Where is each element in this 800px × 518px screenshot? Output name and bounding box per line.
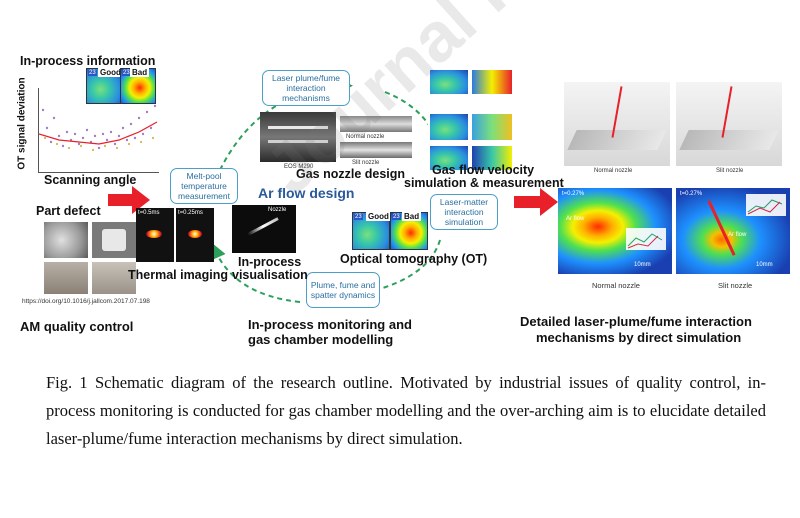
- slit-nozzle-simulation: t=0.27% Ar flow 10mm: [676, 188, 790, 274]
- gas-flow-velocity-label-2: simulation & measurement: [404, 176, 564, 190]
- normal-nozzle-3d-model: [564, 82, 670, 166]
- bubble-laser-matter: Laser-matter interaction simulation: [430, 194, 498, 230]
- good-badge: Good: [98, 68, 123, 77]
- ot-bad-number: 23: [392, 214, 401, 220]
- figure-caption: Fig. 1 Schematic diagram of the research…: [46, 373, 766, 448]
- red-arrow-right: [514, 188, 558, 216]
- slit-nozzle-photo: [340, 142, 412, 158]
- defect-micrograph-2: [92, 222, 136, 258]
- defect-part-photo: [44, 262, 88, 294]
- good-number: 23: [88, 70, 97, 76]
- bad-heatmap-inset: 23: [120, 68, 156, 104]
- in-process-visualisation-label-2: visualisation: [232, 268, 308, 282]
- normal-nozzle-photo: [340, 116, 412, 132]
- eos-tag: EOS M290: [284, 164, 314, 170]
- scanning-angle-label: Scanning angle: [44, 173, 137, 187]
- ot-scatter-svg: [38, 104, 158, 152]
- normal-nozzle-small-label: Normal nozzle: [346, 134, 385, 140]
- bubble-melt-pool: Melt-pool temperature measurement: [170, 168, 238, 204]
- thermal-time-2: t=0.25ms: [178, 210, 203, 216]
- ot-good-number: 23: [354, 214, 363, 220]
- sim-time-left: t=0.27%: [562, 191, 585, 197]
- normal-nozzle-model-caption: Normal nozzle: [594, 168, 633, 174]
- thermal-image-1: t=0.5ms: [136, 208, 174, 262]
- in-process-visualisation-label-1: In-process: [238, 255, 302, 269]
- normal-nozzle-sim-caption: Normal nozzle: [592, 281, 640, 290]
- bad-number: 23: [122, 70, 131, 76]
- slit-nozzle-sim-caption: Slit nozzle: [718, 281, 753, 290]
- slit-nozzle-3d-model: [676, 82, 782, 166]
- sim-time-right: t=0.27%: [680, 191, 703, 197]
- bad-badge: Bad: [130, 68, 150, 77]
- thermal-time-1: t=0.5ms: [138, 210, 160, 216]
- detailed-label-2: mechanisms by direct simulation: [536, 330, 742, 345]
- part-defect-label: Part defect: [36, 204, 101, 218]
- ot-bad-badge: Bad: [402, 212, 422, 221]
- scale-left: 10mm: [634, 262, 651, 268]
- thermal-image-2: t=0.25ms: [176, 208, 214, 262]
- gas-flow-maps: [428, 68, 516, 174]
- slit-nozzle-small-label: Slit nozzle: [352, 160, 380, 166]
- ar-flow-design-label: Ar flow design: [258, 185, 355, 201]
- ar-flow-right: Ar flow: [728, 232, 747, 238]
- red-arrow-left: [108, 186, 150, 214]
- monitoring-label-2: gas chamber modelling: [248, 332, 394, 347]
- ot-scatter-plot: [38, 88, 159, 173]
- doi-reference: https://doi.org/10.1016/j.jallcom.2017.0…: [22, 298, 150, 305]
- gas-nozzle-design-label: Gas nozzle design: [296, 167, 406, 181]
- optical-tomography-label: Optical tomography (OT): [340, 252, 488, 266]
- thermal-imaging-label: Thermal imaging: [128, 268, 229, 282]
- gas-flow-velocity-label-1: Gas flow velocity: [432, 163, 535, 177]
- nozzle-tag: Nozzle: [268, 207, 287, 213]
- monitoring-label-1: In-process monitoring and: [248, 317, 412, 332]
- visualisation-image: Nozzle: [232, 205, 296, 253]
- am-quality-control-label: AM quality control: [20, 319, 134, 334]
- ot-signal-axis-label: OT signal deviation: [16, 77, 28, 170]
- slit-nozzle-model-caption: Slit nozzle: [716, 168, 744, 174]
- normal-nozzle-simulation: t=0.27% Ar flow 10mm: [558, 188, 672, 274]
- ot-good-badge: Good: [366, 212, 391, 221]
- defect-part-photo-2: [92, 262, 136, 294]
- in-process-information-label: In-process information: [20, 54, 156, 68]
- scale-right: 10mm: [756, 262, 773, 268]
- defect-micrograph-1: [44, 222, 88, 258]
- detailed-label-1: Detailed laser-plume/fume interaction: [520, 314, 752, 329]
- bubble-plume-fume: Plume, fume and spatter dynamics: [306, 272, 380, 308]
- build-chamber-photo: [260, 112, 336, 162]
- bubble-laser-plume: Laser plume/fume interaction mechanisms: [262, 70, 350, 106]
- ar-flow-left: Ar flow: [566, 216, 585, 222]
